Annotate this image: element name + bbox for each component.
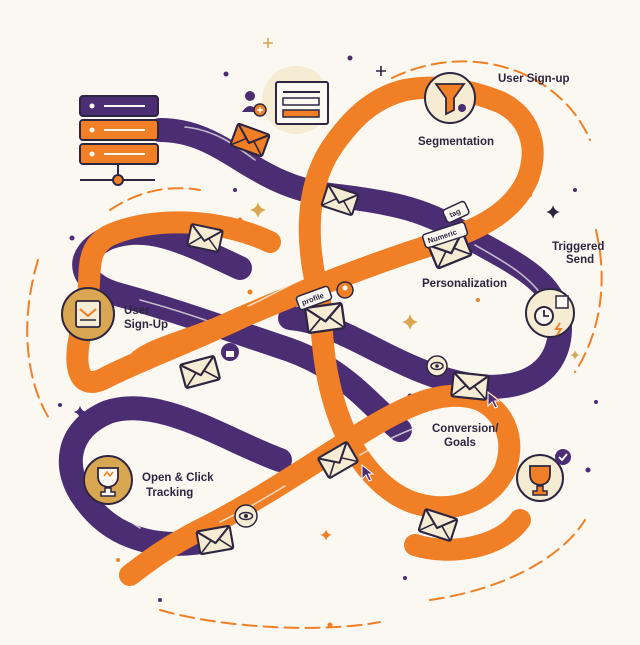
tag-text: tag xyxy=(448,206,462,219)
stage-label-user-left-1: User xyxy=(124,305,150,317)
orange-path xyxy=(66,76,544,586)
profile-label-box xyxy=(295,285,333,311)
envelope-icon xyxy=(178,354,222,390)
stage-label-user-signup: User Sign-up xyxy=(498,73,570,85)
numeric-label-box xyxy=(421,221,469,249)
stage-label-triggered-2: Send xyxy=(566,254,594,266)
envelope-icon xyxy=(450,371,490,401)
trophy-goal-icon xyxy=(516,449,571,502)
stage-label-triggered-1: Triggered xyxy=(552,241,604,253)
trophy-tracking-icon xyxy=(83,455,133,505)
tag-labels: tag Numeric profile xyxy=(295,200,470,311)
envelope-icon xyxy=(195,524,235,556)
signup-form-icon xyxy=(242,66,330,134)
stage-label-segmentation: Segmentation xyxy=(418,136,494,148)
signup-doc-icon xyxy=(61,287,115,341)
profile-pin-icon xyxy=(336,281,354,299)
tag-label-box xyxy=(442,200,470,224)
lock-icon xyxy=(221,343,239,361)
server-stack-icon xyxy=(79,95,159,186)
eye-icon xyxy=(234,504,258,528)
envelope-icon xyxy=(303,301,347,335)
stage-label-conversion-1: Conversion/ xyxy=(432,423,499,435)
stage-label-conversion-2: Goals xyxy=(444,437,476,449)
stage-label-personalization: Personalization xyxy=(422,278,507,290)
funnel-icon xyxy=(424,72,476,124)
eye-icon xyxy=(426,355,448,377)
dashed-orbits xyxy=(26,60,603,629)
stage-label-open-click-1: Open & Click xyxy=(142,472,214,484)
stage-label-user-left-2: Sign-Up xyxy=(124,319,168,331)
clock-trigger-icon xyxy=(525,288,575,338)
stage-label-open-click-2: Tracking xyxy=(146,487,193,499)
